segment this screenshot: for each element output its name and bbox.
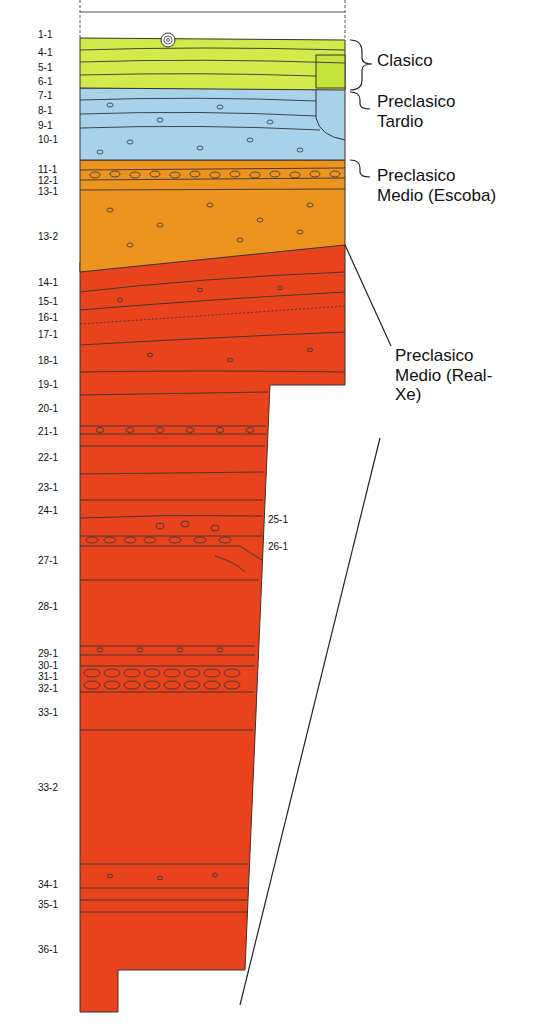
layer-number: 13-1 [38,186,58,198]
layer-number: 31-1 [38,671,58,683]
layer-number: 17-1 [38,329,58,341]
layer-number: 7-1 [38,90,52,102]
layer-number: 11-1 [38,164,57,176]
layer-number: 14-1 [38,277,58,289]
phase-label: Preclasico Medio (Real-Xe) [395,346,495,405]
layer-number: 5-1 [38,62,52,74]
layer-number: 12-1 [38,175,58,187]
phase-label: Clasico [377,51,497,71]
layer-number: 34-1 [38,879,58,891]
layer-number: 19-1 [38,379,58,391]
layer-number: 20-1 [38,403,58,415]
layer-number: 23-1 [38,482,58,494]
layer-number: 36-1 [38,944,58,956]
layer-number: 30-1 [38,660,58,672]
layer-number: 33-1 [38,707,58,719]
layer-number: 21-1 [38,426,58,438]
layer-number: 27-1 [38,555,58,567]
layer-number: 16-1 [38,312,58,324]
layer-number: 10-1 [38,134,58,146]
layer-number: 33-2 [38,782,58,794]
layer-number: 22-1 [38,452,58,464]
layer-number: 15-1 [38,296,58,308]
layer-number: 35-1 [38,899,58,911]
layer-number: 32-1 [38,683,58,695]
phase-label: Preclasico Medio (Escoba) [377,166,505,205]
layer-number: 18-1 [38,355,58,367]
layer-number: 8-1 [38,105,52,117]
layer-number: 1-1 [38,29,52,41]
layer-number: 24-1 [38,505,58,517]
phase-label: Preclasico Tardio [377,92,487,131]
layer-number: 29-1 [38,648,58,660]
layer-number: 26-1 [268,541,288,553]
layer-number: 25-1 [268,514,288,526]
layer-number: 28-1 [38,601,58,613]
layer-number: 6-1 [38,76,52,88]
layer-number: 13-2 [38,231,58,243]
layer-number: 4-1 [38,47,52,59]
layer-number: 9-1 [38,120,52,132]
